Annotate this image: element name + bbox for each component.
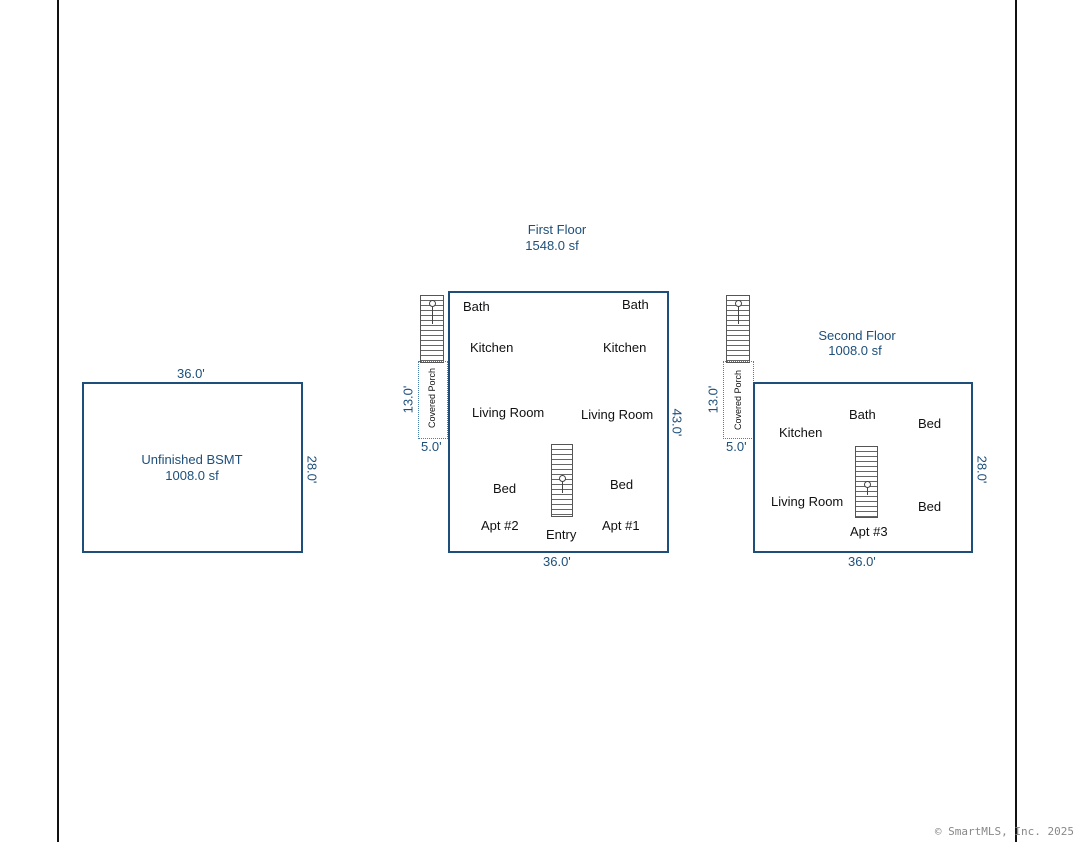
first-floor-apt-left: Apt #2 <box>481 518 519 533</box>
second-floor-bed-top: Bed <box>918 416 942 431</box>
first-floor-interior-stair <box>551 444 573 517</box>
second-floor-outline <box>753 382 973 553</box>
second-floor-apt: Apt #3 <box>850 524 888 539</box>
second-floor-kitchen: Kitchen <box>779 425 823 440</box>
copyright-notice: © SmartMLS, Inc. 2025 <box>934 825 1074 838</box>
first-floor-porch-label: Covered Porch <box>427 367 437 429</box>
stair-arrow-icon <box>863 481 871 495</box>
second-floor-area: 1008.0 sf <box>828 343 882 358</box>
second-floor-bed-bottom: Bed <box>918 499 942 514</box>
first-floor-dim-bottom: 36.0' <box>543 554 571 569</box>
basement-title: Unfinished BSMT <box>141 452 243 467</box>
first-floor-kitchen-left: Kitchen <box>470 340 514 355</box>
first-floor-living-right: Living Room <box>581 407 654 422</box>
first-floor-title: First Floor <box>527 222 587 237</box>
stair-arrow-icon <box>735 300 742 324</box>
basement-dim-top: 36.0' <box>177 366 205 381</box>
stair-arrow-icon <box>559 475 566 493</box>
first-floor-bath-right: Bath <box>622 297 649 312</box>
basement-area: 1008.0 sf <box>165 468 219 483</box>
second-floor-dim-bottom: 36.0' <box>848 554 876 569</box>
frame-right-line <box>1015 0 1017 842</box>
second-floor-exterior-stair <box>726 295 750 363</box>
first-floor-dim-right: 43.0' <box>669 408 685 437</box>
basement-dim-right: 28.0' <box>304 455 320 484</box>
second-floor-bath: Bath <box>849 407 876 422</box>
first-floor-apt-right: Apt #1 <box>602 518 640 533</box>
first-floor-entry: Entry <box>546 527 577 542</box>
second-floor-dim-right: 28.0' <box>974 455 990 484</box>
second-floor-living: Living Room <box>771 494 844 509</box>
first-floor-bed-left: Bed <box>493 481 517 496</box>
second-floor-porch-dim-bottom: 5.0' <box>726 439 747 454</box>
second-floor-interior-stair <box>855 446 878 518</box>
first-floor-porch-dim-side: 13.0' <box>400 385 416 414</box>
first-floor-covered-porch <box>418 361 448 439</box>
stair-arrow-icon <box>429 300 436 324</box>
second-floor-title: Second Floor <box>818 328 896 343</box>
first-floor-living-left: Living Room <box>472 405 545 420</box>
first-floor-bath-left: Bath <box>463 299 490 314</box>
basement-outline <box>82 382 303 553</box>
second-floor-porch-dim-side: 13.0' <box>705 385 721 414</box>
first-floor-kitchen-right: Kitchen <box>603 340 647 355</box>
first-floor-porch-dim-bottom: 5.0' <box>421 439 442 454</box>
first-floor-area: 1548.0 sf <box>525 238 579 253</box>
frame-left-line <box>57 0 59 842</box>
second-floor-porch-label: Covered Porch <box>733 369 743 431</box>
first-floor-outline <box>448 291 669 553</box>
first-floor-exterior-stair <box>420 295 444 363</box>
first-floor-bed-right: Bed <box>610 477 634 492</box>
